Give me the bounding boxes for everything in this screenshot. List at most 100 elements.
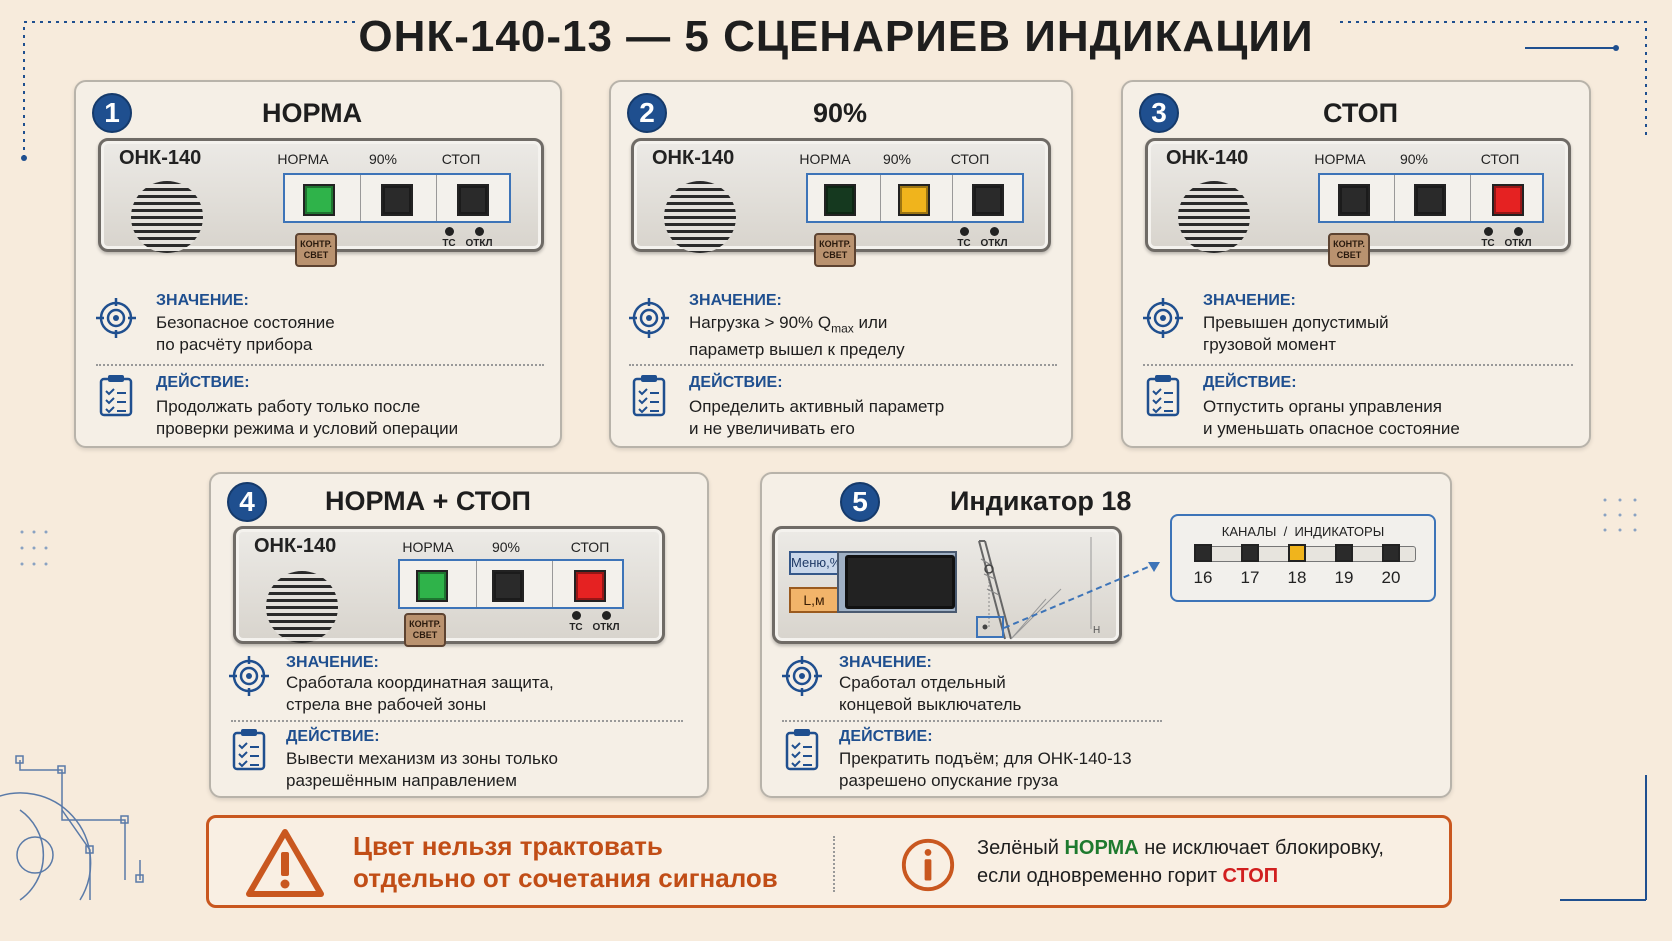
scenario-number-badge: 5: [840, 482, 880, 522]
device-name: ОНК-140: [1166, 147, 1249, 169]
led-label-ts: ТС: [442, 238, 456, 249]
led-label-ts: ТС: [569, 622, 583, 633]
action-text: Продолжать работу только после проверки …: [156, 396, 458, 440]
lamp-label-stop: СТОП: [1480, 151, 1520, 167]
target-icon: [229, 656, 269, 696]
length-label: L,м: [803, 592, 825, 608]
lamp-labels: НОРМА 90% СТОП: [396, 539, 636, 557]
warning-line-1: Цвет нельзя трактовать: [353, 831, 663, 861]
meaning-text: Превышен допустимый грузовой момент: [1203, 312, 1389, 356]
kontr-svet-button: КОНТР. СВЕТ: [295, 233, 337, 267]
page-title: ОНК-140-13 — 5 СЦЕНАРИЕВ ИНДИКАЦИИ: [358, 12, 1314, 61]
lamp-label-norma: НОРМА: [277, 151, 329, 167]
meaning-line-1: Безопасное состояние: [156, 313, 335, 332]
info-line-1: Зелёный НОРМА не исключает блокировку,: [977, 834, 1384, 862]
led-label-ts: ТС: [957, 238, 971, 249]
meaning-text: Сработала координатная защита, стрела вн…: [286, 672, 554, 716]
status-leds: ТС ОТКЛ: [569, 611, 632, 635]
action-line-2: разрешённым направлением: [286, 771, 517, 790]
lamp-90: [492, 570, 524, 602]
kontr-svet-button: КОНТР. СВЕТ: [404, 613, 446, 647]
info-part-3: если одновременно горит: [977, 865, 1223, 887]
status-leds: ТС ОТКЛ: [442, 227, 505, 251]
target-icon: [1143, 298, 1183, 338]
zoom-arrow: [1003, 561, 1161, 629]
info-text: Зелёный НОРМА не исключает блокировку, е…: [977, 834, 1384, 890]
kontr-label: КОНТР.: [300, 239, 332, 249]
action-label: ДЕЙСТВИЕ:: [689, 374, 783, 391]
length-button: L,м: [789, 587, 839, 613]
action-label: ДЕЙСТВИЕ:: [839, 728, 933, 745]
scenario-card-2: 2 90% ОНК-140 НОРМА 90% СТОП КОНТР. СВЕТ…: [609, 80, 1073, 448]
meaning-line-1a: Нагрузка > 90% Q: [689, 313, 832, 332]
meaning-label: ЗНАЧЕНИЕ:: [689, 292, 782, 309]
info-icon: [901, 838, 955, 892]
channel-lamp-18: [1288, 544, 1306, 562]
lamp-stop: [457, 184, 489, 216]
action-line-2: разрешено опускание груза: [839, 771, 1059, 790]
warning-divider: [833, 836, 835, 892]
kontr-label: КОНТР.: [819, 239, 851, 249]
led-label-otkl: ОТКЛ: [465, 238, 493, 249]
lamp-labels: НОРМА 90% СТОП: [271, 151, 501, 169]
meaning-line-2: стрела вне рабочей зоны: [286, 695, 487, 714]
action-line-2: и уменьшать опасное состояние: [1203, 419, 1460, 438]
scenario-card-4: 4 НОРМА + СТОП ОНК-140 НОРМА 90% СТОП КО…: [209, 472, 709, 798]
lamp-panel: [283, 173, 511, 223]
svet-label: СВЕТ: [822, 250, 848, 260]
lamp-90: [381, 184, 413, 216]
kontr-label: КОНТР.: [1333, 239, 1365, 249]
scenario-title: СТОП: [1323, 98, 1399, 128]
action-line-1: Отпустить органы управления: [1203, 397, 1442, 416]
scenario-number-badge: 2: [627, 93, 667, 133]
lamp-stop: [972, 184, 1004, 216]
device-name: ОНК-140: [652, 147, 735, 169]
action-text: Вывести механизм из зоны только разрешён…: [286, 748, 558, 792]
speaker-grille: [1178, 181, 1250, 253]
lamp-label-norma: НОРМА: [799, 151, 851, 167]
menu-percent-label: Меню,%: [791, 555, 842, 570]
meaning-label: ЗНАЧЕНИЕ:: [286, 654, 379, 671]
target-icon: [96, 298, 136, 338]
warning-triangle-icon: [246, 829, 324, 897]
scenario-card-3: 3 СТОП ОНК-140 НОРМА 90% СТОП КОНТР. СВЕ…: [1121, 80, 1591, 448]
scenario-title: НОРМА: [262, 98, 363, 128]
crane-diagram: H: [976, 537, 1100, 640]
onk-device-panel: ОНК-140 НОРМА 90% СТОП КОНТР. СВЕТ ТС ОТ…: [631, 138, 1051, 267]
info-norma-word: НОРМА: [1064, 837, 1139, 859]
info-part-2: не исключает блокировку,: [1138, 837, 1384, 859]
lamp-label-stop: СТОП: [570, 539, 610, 555]
scenario-number-badge: 4: [227, 482, 267, 522]
clipboard-checklist-icon: [632, 375, 666, 417]
lamp-90: [1414, 184, 1446, 216]
meaning-line-1: Нагрузка > 90% Qmax или: [689, 312, 905, 339]
lamp-norma: [1338, 184, 1370, 216]
scenario-number-badge: 3: [1139, 93, 1179, 133]
channel-number-19: 19: [1334, 568, 1354, 587]
lamp-stop: [574, 570, 606, 602]
meaning-text: Нагрузка > 90% Qmax или параметр вышел к…: [689, 312, 905, 361]
svet-label: СВЕТ: [412, 630, 438, 640]
action-label: ДЕЙСТВИЕ:: [1203, 374, 1297, 391]
info-stop-word: СТОП: [1222, 865, 1279, 887]
lamp-norma: [416, 570, 448, 602]
status-leds: ТС ОТКЛ: [1481, 227, 1544, 251]
channel-lamp-16: [1194, 544, 1212, 562]
clipboard-checklist-icon: [99, 375, 133, 417]
device-name: ОНК-140: [119, 147, 202, 169]
scenario-title: НОРМА + СТОП: [325, 486, 531, 516]
indicator-display-panel: Меню,% L,м H: [772, 526, 1122, 644]
speaker-grille: [664, 181, 736, 253]
action-text: Отпустить органы управления и уменьшать …: [1203, 396, 1460, 440]
lamp-stop: [1492, 184, 1524, 216]
meaning-line-1: Сработал отдельный: [839, 673, 1006, 692]
action-label: ДЕЙСТВИЕ:: [156, 374, 250, 391]
speaker-grille: [131, 181, 203, 253]
meaning-subscript: max: [831, 321, 854, 336]
lcd-screen: [845, 555, 955, 609]
speaker-grille: [266, 571, 338, 643]
kontr-svet-button: КОНТР. СВЕТ: [1328, 233, 1370, 267]
svet-label: СВЕТ: [1336, 250, 1362, 260]
scenario-card-1: 1 НОРМА ОНК-140 НОРМА 90% СТОП КОНТР. СВ…: [74, 80, 562, 448]
